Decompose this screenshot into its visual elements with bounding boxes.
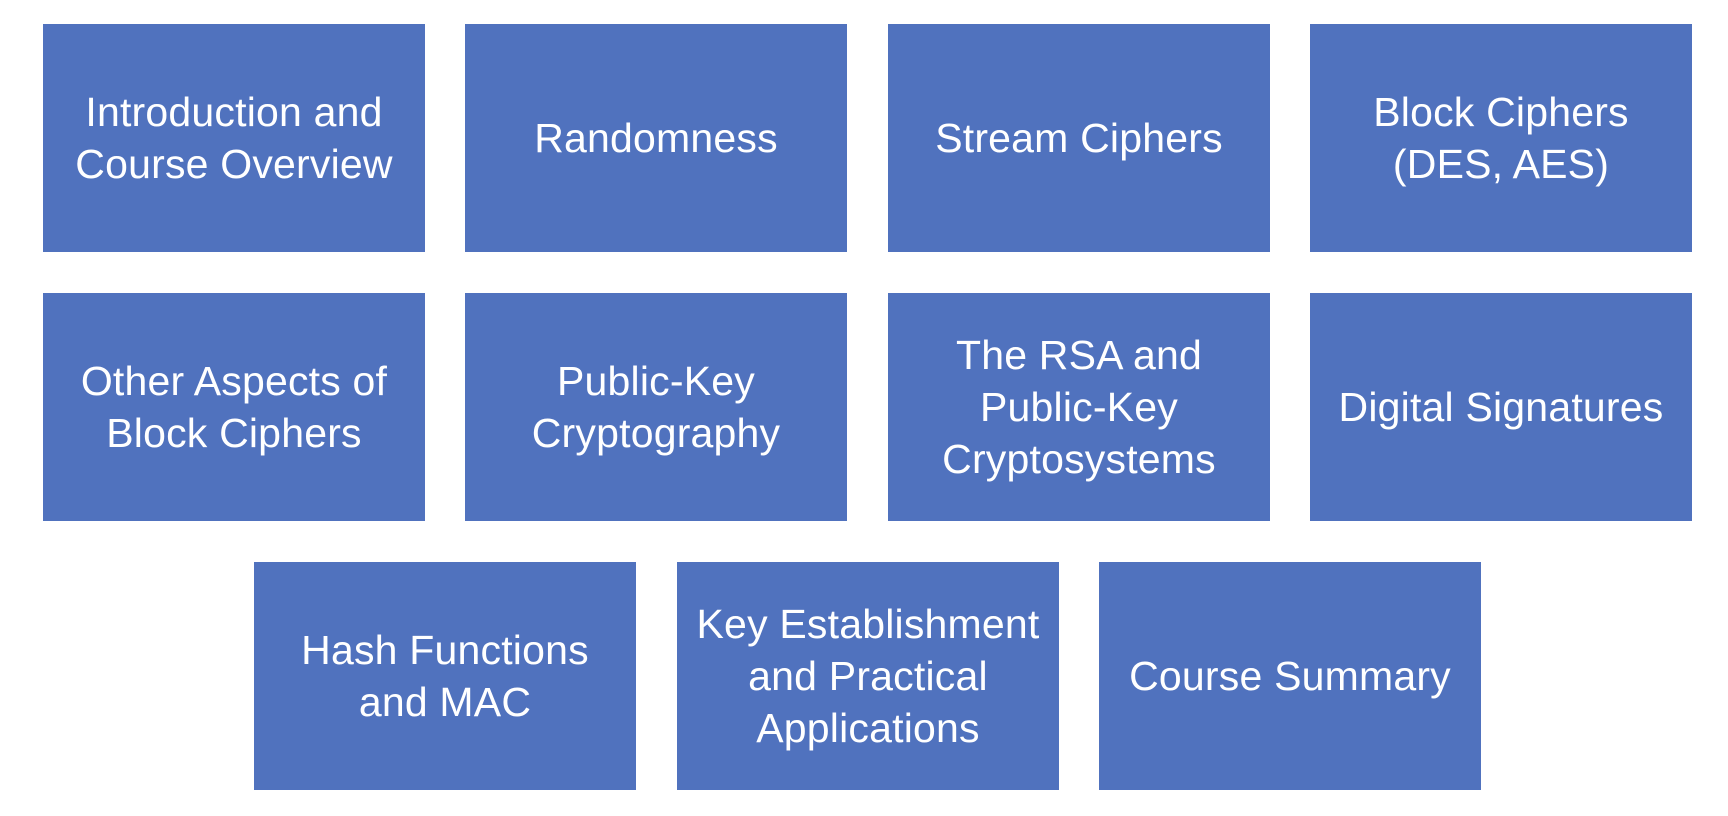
tile-label: Key Establishment and Practical Applicat… bbox=[696, 601, 1040, 751]
tile-label: Digital Signatures bbox=[1338, 384, 1664, 430]
tile-public-key-cryptography[interactable]: Public-Key Cryptography bbox=[465, 293, 847, 521]
tile-label: Stream Ciphers bbox=[935, 115, 1223, 161]
tile-hash-functions-and-mac[interactable]: Hash Functions and MAC bbox=[254, 562, 636, 790]
tile-label: Randomness bbox=[534, 115, 778, 161]
tile-other-aspects-of-block-ciphers[interactable]: Other Aspects of Block Ciphers bbox=[43, 293, 425, 521]
tile-label: The RSA and Public-Key Cryptosystems bbox=[942, 332, 1216, 482]
tile-introduction-and-course-overview[interactable]: Introduction and Course Overview bbox=[43, 24, 425, 252]
tile-label: Hash Functions and MAC bbox=[301, 627, 589, 725]
tile-label: Other Aspects of Block Ciphers bbox=[80, 358, 388, 456]
tile-label: Block Ciphers (DES, AES) bbox=[1373, 89, 1629, 187]
tile-label: Public-Key Cryptography bbox=[531, 358, 781, 456]
tile-key-establishment-and-practical-applications[interactable]: Key Establishment and Practical Applicat… bbox=[677, 562, 1059, 790]
tile-randomness[interactable]: Randomness bbox=[465, 24, 847, 252]
tile-digital-signatures[interactable]: Digital Signatures bbox=[1310, 293, 1692, 521]
tile-block-ciphers[interactable]: Block Ciphers (DES, AES) bbox=[1310, 24, 1692, 252]
tile-rsa-and-public-key-cryptosystems[interactable]: The RSA and Public-Key Cryptosystems bbox=[888, 293, 1270, 521]
tile-label: Introduction and Course Overview bbox=[75, 89, 393, 187]
tile-stream-ciphers[interactable]: Stream Ciphers bbox=[888, 24, 1270, 252]
tile-label: Course Summary bbox=[1129, 653, 1451, 699]
tile-course-summary[interactable]: Course Summary bbox=[1099, 562, 1481, 790]
